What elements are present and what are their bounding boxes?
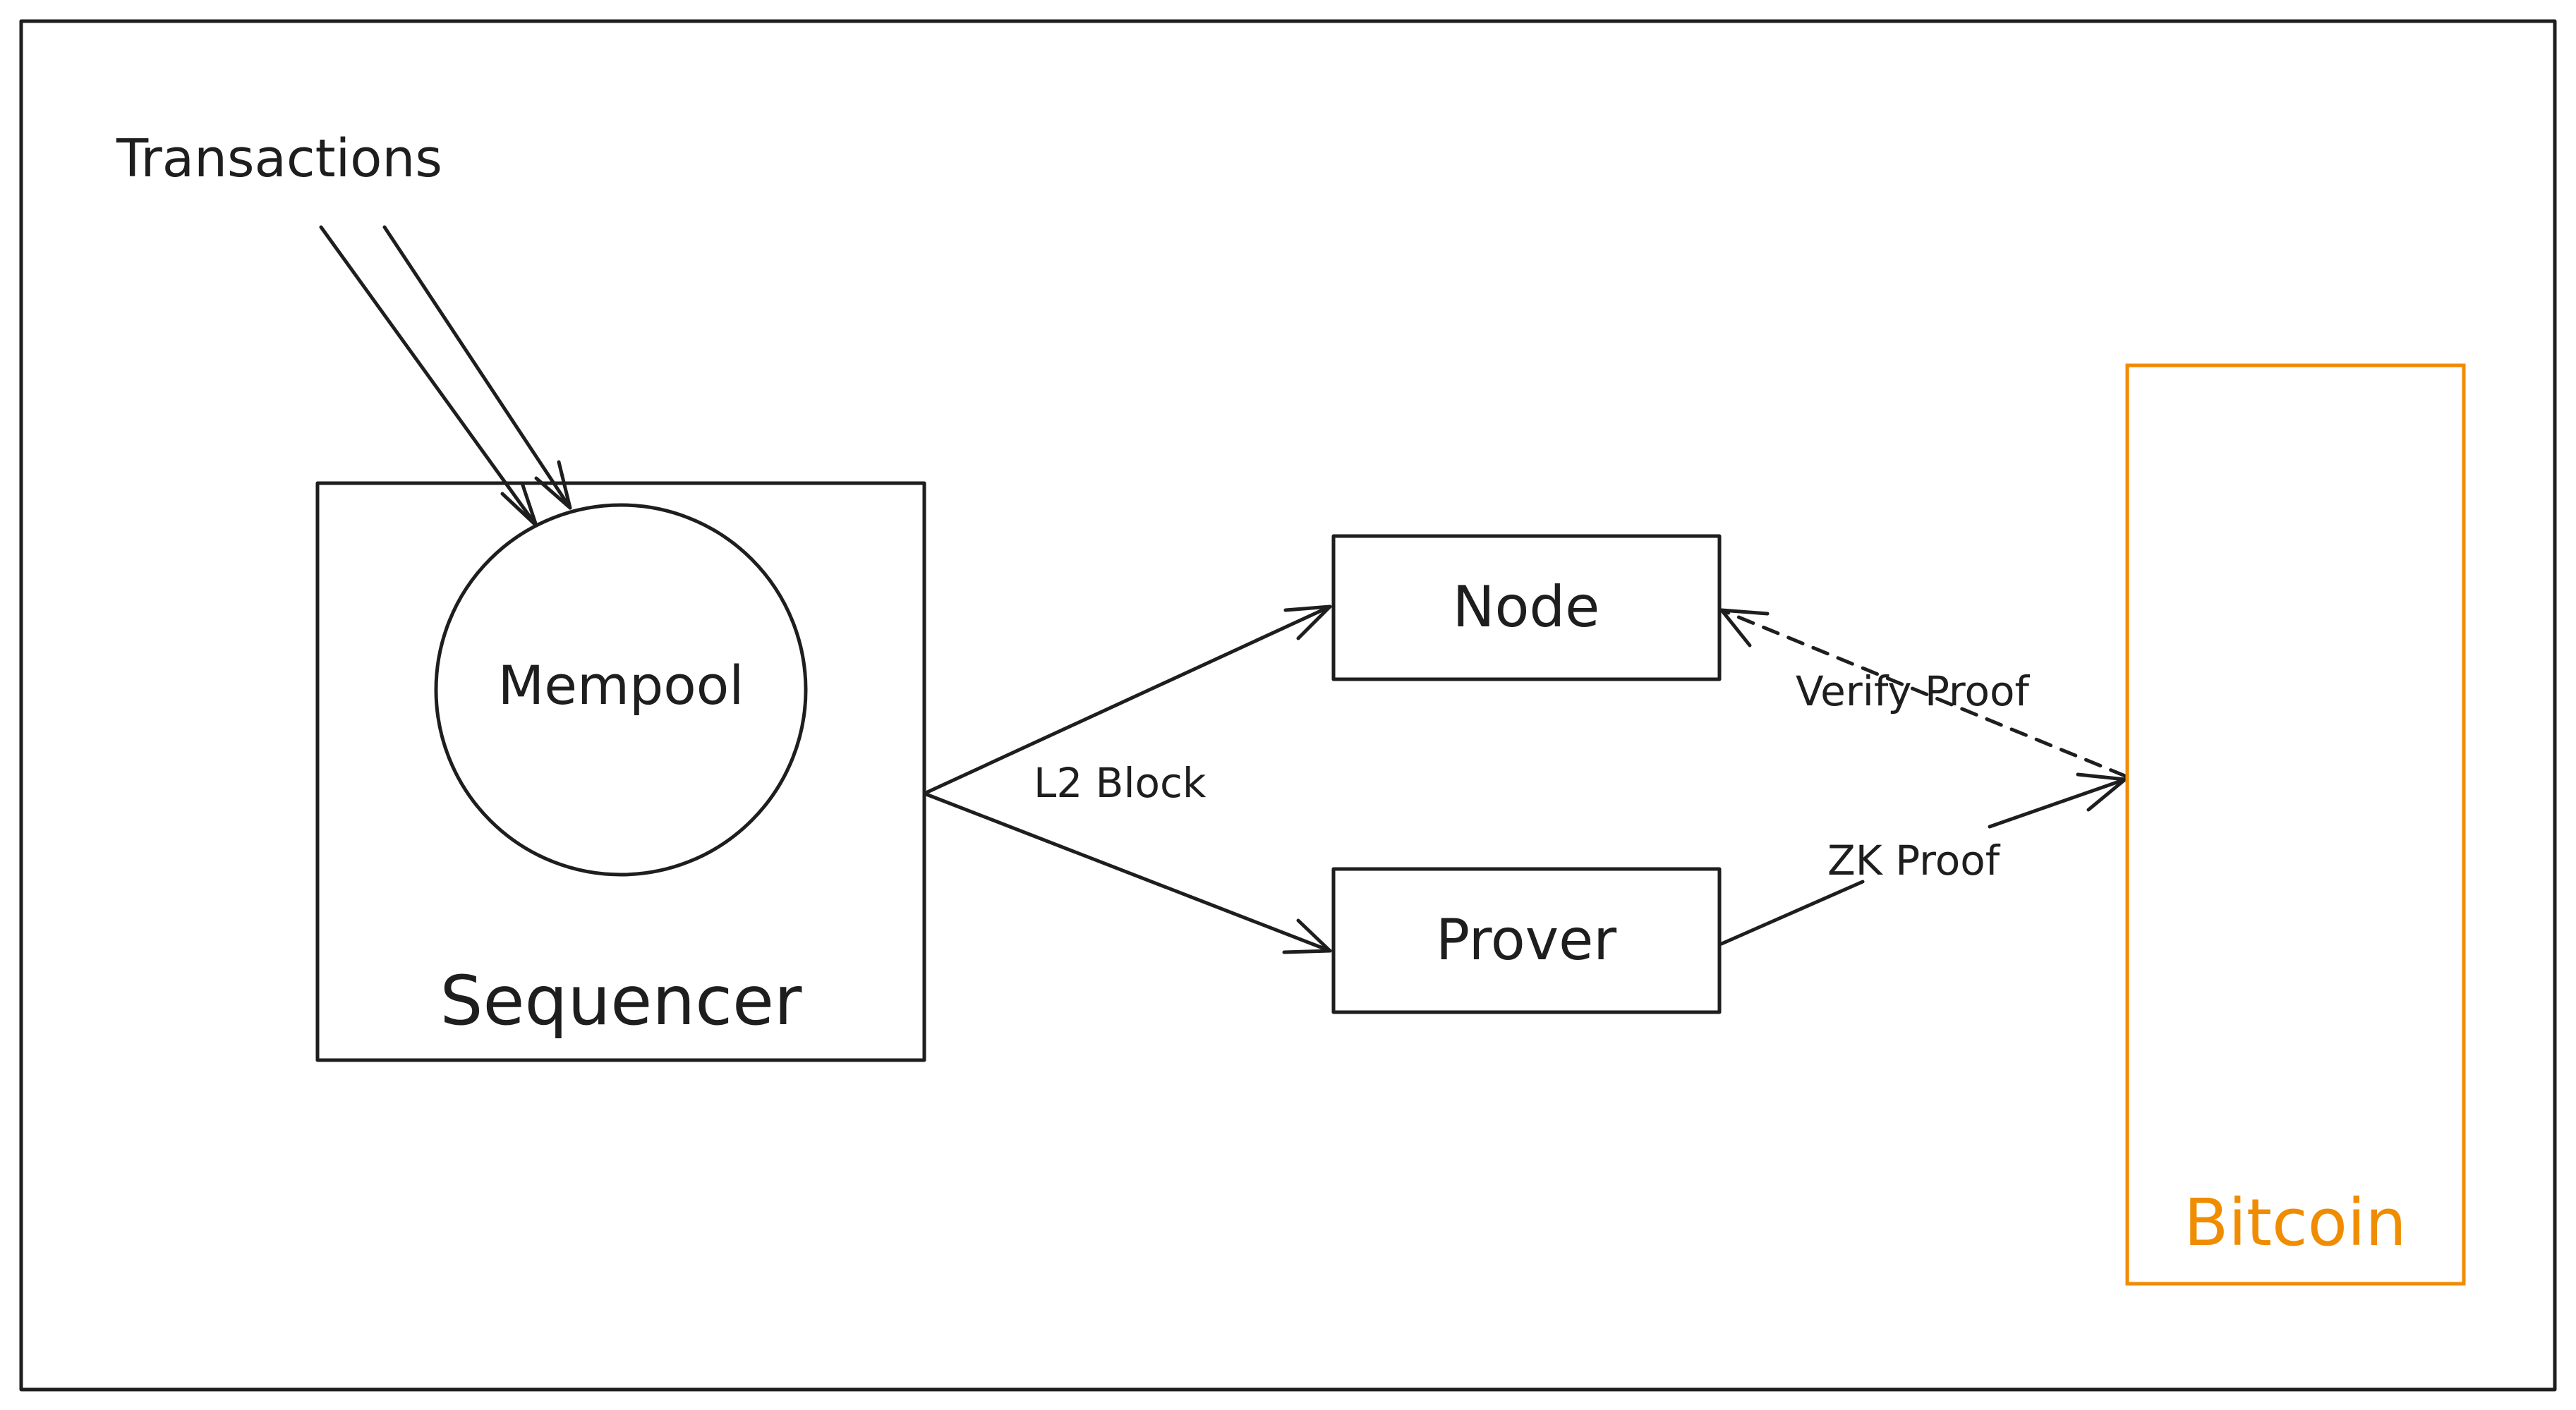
bitcoin-to-node-dashed-arrow: [1719, 608, 2127, 778]
transactions-label: Transactions: [116, 128, 442, 189]
sequencer-box: [315, 481, 926, 1062]
bitcoin-label: Bitcoin: [2184, 1185, 2407, 1260]
diagram-frame: [19, 19, 2557, 1392]
bitcoin-box: [2125, 363, 2466, 1286]
sequencer-label: Sequencer: [440, 961, 803, 1040]
node-box: [1331, 534, 1722, 681]
sequencer-to-prover-arrow: [922, 791, 1332, 954]
sequencer-to-node-arrow: [922, 604, 1332, 796]
verify-proof-label: Verify Proof: [1796, 667, 2030, 715]
prover-box: [1331, 867, 1722, 1014]
transactions-arrow-1: [319, 225, 538, 528]
zk-proof-label: ZK Proof: [1827, 837, 2001, 885]
mempool-circle: [434, 503, 808, 877]
transactions-arrow-2: [382, 225, 572, 510]
prover-label: Prover: [1436, 907, 1616, 973]
node-label: Node: [1453, 574, 1600, 640]
l2-block-label: L2 Block: [1034, 759, 1207, 807]
mempool-label: Mempool: [498, 654, 744, 717]
prover-to-bitcoin-arrow: [1719, 772, 2127, 946]
